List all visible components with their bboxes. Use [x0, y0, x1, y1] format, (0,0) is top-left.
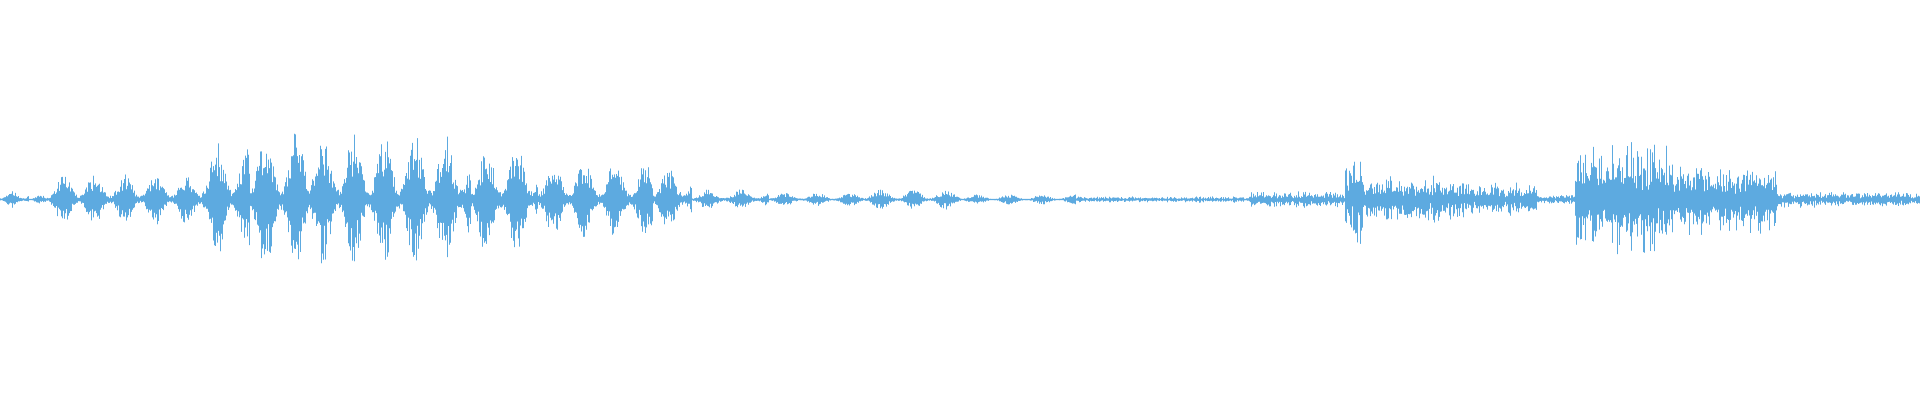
waveform-bars [0, 133, 1920, 264]
waveform-path [0, 133, 1920, 264]
